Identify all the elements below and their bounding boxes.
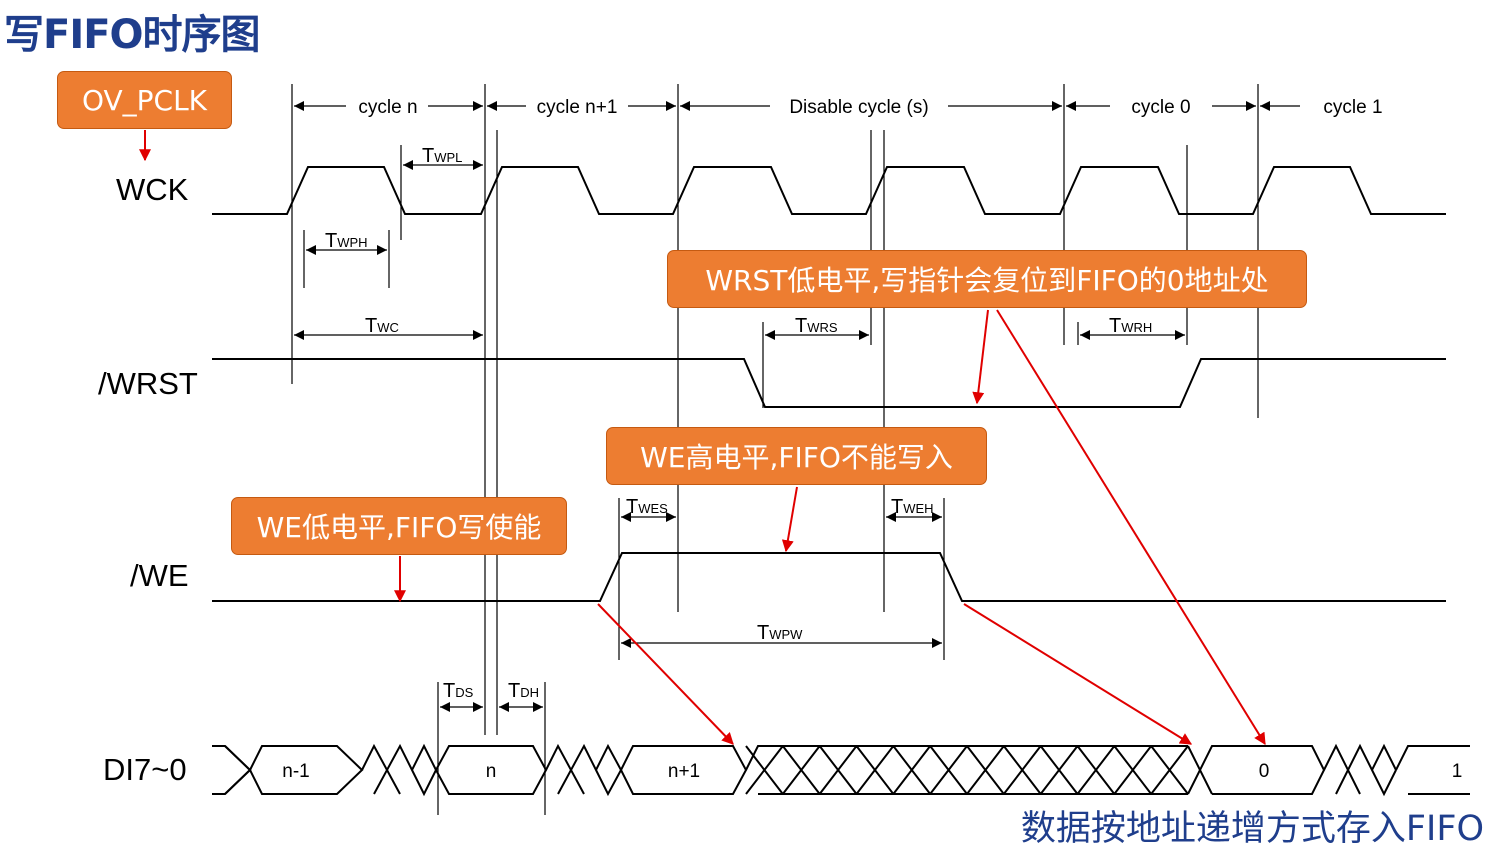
data-label-n: n	[486, 761, 497, 782]
data-label-nm1: n-1	[282, 761, 309, 782]
data-label-0: 0	[1259, 761, 1270, 782]
annotation-arrows	[139, 130, 1266, 746]
cycle-n-label: cycle n	[358, 97, 417, 118]
timing-twrh: TWRH	[1109, 315, 1152, 337]
timing-twes: TWES	[626, 496, 668, 518]
cycle-disable-label: Disable cycle (s)	[789, 97, 928, 118]
timing-twpl: TWPL	[422, 145, 462, 167]
timing-twph: TWPH	[325, 230, 368, 252]
callout-wrst-low: WRST低电平,写指针会复位到FIFO的0地址处	[667, 250, 1307, 308]
timing-tweh: TWEH	[891, 496, 934, 518]
cycle-n1-label: cycle n+1	[537, 97, 618, 118]
wck-waveform	[212, 166, 1446, 215]
timing-twc: TWC	[365, 315, 399, 337]
callout-we-low: WE低电平,FIFO写使能	[231, 497, 567, 555]
callout-we-high: WE高电平,FIFO不能写入	[606, 427, 987, 485]
di-invalid-crosses	[745, 745, 1189, 795]
timing-tdh: TDH	[508, 680, 539, 702]
di-cross-pattern	[745, 745, 1189, 795]
we-waveform	[212, 552, 1446, 602]
footer-caption: 数据按地址递增方式存入FIFO	[1020, 809, 1484, 849]
signal-wrst: /WRST	[98, 366, 198, 401]
arrow-wrst-low	[972, 309, 989, 405]
signal-di: DI7~0	[103, 752, 187, 787]
timing-tds: TDS	[443, 680, 474, 702]
signal-we: /WE	[130, 558, 189, 593]
cycle-1-label: cycle 1	[1323, 97, 1382, 118]
data-label-n1: n+1	[668, 761, 700, 782]
page-title: 写FIFO时序图	[4, 12, 261, 58]
arrow-we-rise-to-n1	[597, 603, 734, 745]
di-bus-waveform	[212, 743, 1470, 797]
signal-wck: WCK	[116, 172, 189, 207]
data-label-1: 1	[1452, 761, 1463, 782]
arrow-wrst-to-addr0	[996, 309, 1266, 746]
cycle-0-label: cycle 0	[1131, 97, 1190, 118]
cycle-row: cycle n cycle n+1 Disable cycle (s) cycl…	[294, 97, 1383, 118]
arrow-we-fall-to-addr0	[963, 603, 1193, 745]
timing-twpw: TWPW	[757, 622, 803, 644]
wrst-waveform	[212, 358, 1446, 408]
reference-lines	[291, 84, 1259, 815]
callout-ov-pclk: OV_PCLK	[57, 71, 232, 129]
timing-arrows	[294, 160, 1185, 712]
timing-twrs: TWRS	[795, 315, 838, 337]
arrow-we-high	[781, 486, 798, 553]
